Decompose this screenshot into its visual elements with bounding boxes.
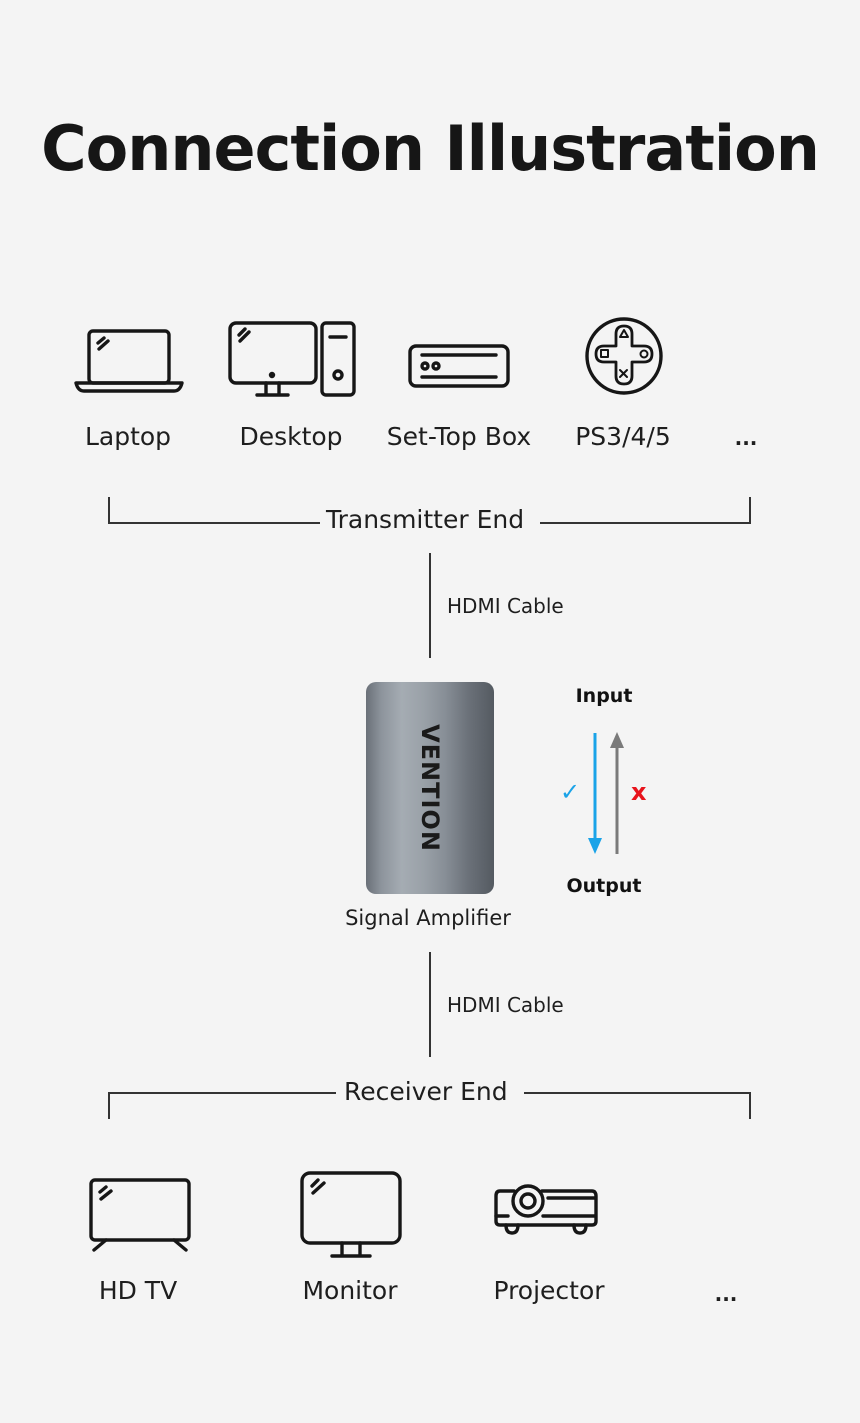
- transmitter-end-label: Transmitter End: [320, 505, 531, 534]
- input-label: Input: [575, 685, 633, 707]
- hdmi-cable-top-label: HDMI Cable: [447, 594, 564, 618]
- device-label-more-receiver: ...: [714, 1282, 738, 1306]
- output-label: Output: [566, 875, 642, 897]
- page-title: Connection Illustration: [41, 112, 820, 185]
- receiver-end-label: Receiver End: [338, 1077, 514, 1106]
- desktop-icon: [228, 321, 356, 397]
- check-icon: ✓: [560, 778, 581, 806]
- cross-icon: x: [631, 778, 647, 806]
- projector-icon: [494, 1184, 598, 1235]
- device-label-ps: PS3/4/5: [575, 422, 671, 451]
- tv-icon: [89, 1178, 191, 1252]
- signal-amplifier-device: VENTION: [366, 682, 494, 894]
- brand-logo: VENTION: [416, 724, 444, 852]
- monitor-icon: [300, 1171, 402, 1258]
- device-label-hd-tv: HD TV: [98, 1276, 178, 1305]
- device-label-monitor: Monitor: [302, 1276, 398, 1305]
- device-label-set-top-box: Set-Top Box: [386, 422, 532, 451]
- reverse-arrow-icon: [610, 732, 624, 854]
- signal-amplifier-label: Signal Amplifier: [345, 906, 511, 930]
- device-label-desktop: Desktop: [239, 422, 343, 451]
- set-top-box-icon: [408, 344, 510, 388]
- laptop-icon: [74, 329, 184, 393]
- gamepad-icon: [585, 317, 663, 395]
- forward-arrow-icon: [588, 733, 602, 854]
- device-label-more: ...: [734, 426, 758, 450]
- device-label-projector: Projector: [493, 1276, 605, 1305]
- hdmi-cable-bottom-label: HDMI Cable: [447, 993, 564, 1017]
- device-label-laptop: Laptop: [84, 422, 172, 451]
